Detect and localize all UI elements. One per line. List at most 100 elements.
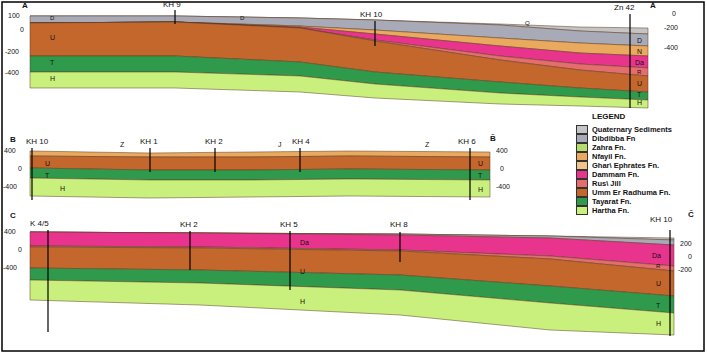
legend-swatch [576, 125, 588, 134]
legend-swatch [576, 188, 588, 197]
section-label: H [637, 99, 642, 106]
borehole-line [189, 231, 190, 270]
section-label: U [478, 160, 483, 167]
section-label: KH 2 [205, 138, 223, 146]
section-label: 400 [4, 228, 16, 235]
legend-text: Dammam Fn. [592, 171, 639, 179]
legend-swatch [576, 170, 588, 179]
section-label: H [656, 320, 661, 327]
section-label: 0 [18, 165, 22, 172]
borehole-line [47, 230, 48, 332]
section-label: U [50, 34, 55, 41]
legend-text: Quaternary Sediments [592, 126, 672, 134]
section-label: KH 10 [26, 138, 48, 146]
legend-text: Ghar\ Ephrates Fn. [592, 162, 659, 170]
section-label: -200 [5, 48, 19, 55]
borehole-line [289, 231, 290, 290]
section-label: KH 10 [360, 11, 382, 19]
rock-layer [30, 280, 674, 335]
boreholes [32, 10, 670, 336]
borehole-line [299, 148, 300, 172]
legend-swatch [576, 197, 588, 206]
section-label: B̄ [490, 135, 496, 143]
section-label: D [637, 37, 642, 44]
section-label: C̄ [688, 211, 694, 219]
legend-text: Rus\ Jill [592, 180, 621, 188]
borehole-line [669, 230, 670, 336]
legend-heading: LEGEND [592, 113, 625, 121]
section-label: Da [300, 239, 309, 246]
legend-text: Dibdibba Fn [592, 135, 635, 143]
section-label: 0 [688, 253, 692, 260]
section-label: H [60, 185, 65, 192]
borehole-line [374, 21, 375, 46]
section-label: Z [425, 141, 429, 148]
section-label: KH 9 [163, 1, 181, 9]
section-label: K 4/5 [30, 220, 49, 228]
rock-layer [30, 72, 648, 108]
section-label: R [656, 263, 660, 269]
section-label: KH 4 [292, 138, 310, 146]
section-label: A [22, 2, 28, 10]
section-label: 400 [4, 147, 16, 154]
legend-swatch [576, 179, 588, 188]
section-label: Q [525, 20, 530, 26]
section-label: 400 [496, 147, 508, 154]
section-label: U [656, 280, 661, 287]
section-label: Ā [650, 2, 656, 10]
rock-layer [30, 151, 490, 157]
legend-entry: Rus\ Jill [576, 179, 621, 188]
legend-entry: Hartha Fn. [576, 206, 629, 215]
section-label: T [637, 91, 641, 98]
section-label: B [10, 136, 16, 144]
section-label: H [478, 186, 483, 193]
section-label: 100 [8, 12, 20, 19]
section-label: KH 1 [140, 138, 158, 146]
legend-entry: Zahra Fn. [576, 143, 626, 152]
legend-swatch [576, 134, 588, 143]
legend-swatch [576, 143, 588, 152]
borehole-line [399, 232, 400, 262]
section-label: -400 [5, 69, 19, 76]
rock-layers [30, 16, 674, 335]
legend-text: Nfayil Fn. [592, 153, 626, 161]
legend-text: Hartha Fn. [592, 207, 629, 215]
section-label: KH 10 [650, 216, 672, 224]
rock-layer [30, 168, 490, 180]
section-label: Z [120, 141, 124, 148]
section-label: Da [652, 252, 661, 259]
legend-entry: Ghar\ Ephrates Fn. [576, 161, 659, 170]
section-label: Da [635, 59, 644, 66]
legend-entry: Tayarat Fn. [576, 197, 631, 206]
frame [2, 2, 704, 351]
borehole-line [174, 10, 175, 24]
borehole-line [149, 148, 150, 172]
section-label: J [278, 141, 282, 148]
section-label: -400 [496, 183, 510, 190]
section-label: -200 [664, 24, 678, 31]
section-label: KH 2 [180, 221, 198, 229]
legend-entry: Quaternary Sediments [576, 125, 672, 134]
legend-swatch [576, 161, 588, 170]
legend-entry: Dammam Fn. [576, 170, 639, 179]
section-label: 0 [18, 246, 22, 253]
section-label: H [50, 75, 55, 82]
section-label: -400 [3, 183, 17, 190]
section-label: D [240, 15, 244, 21]
section-label: -200 [678, 266, 692, 273]
section-label: T [50, 59, 54, 66]
legend-entry: Umm Er Radhuma Fn. [576, 188, 670, 197]
rock-layer [30, 178, 490, 198]
section-label: -400 [664, 44, 678, 51]
section-label: KH 6 [458, 138, 476, 146]
section-label: U [300, 268, 305, 275]
borehole-line [629, 14, 630, 108]
section-label: U [45, 160, 50, 167]
section-label: KH 8 [390, 221, 408, 229]
section-label: -400 [3, 264, 17, 271]
section-label: 0 [20, 26, 24, 33]
legend-text: Umm Er Radhuma Fn. [592, 189, 670, 197]
legend-swatch [576, 206, 588, 215]
section-label: H [300, 298, 305, 305]
